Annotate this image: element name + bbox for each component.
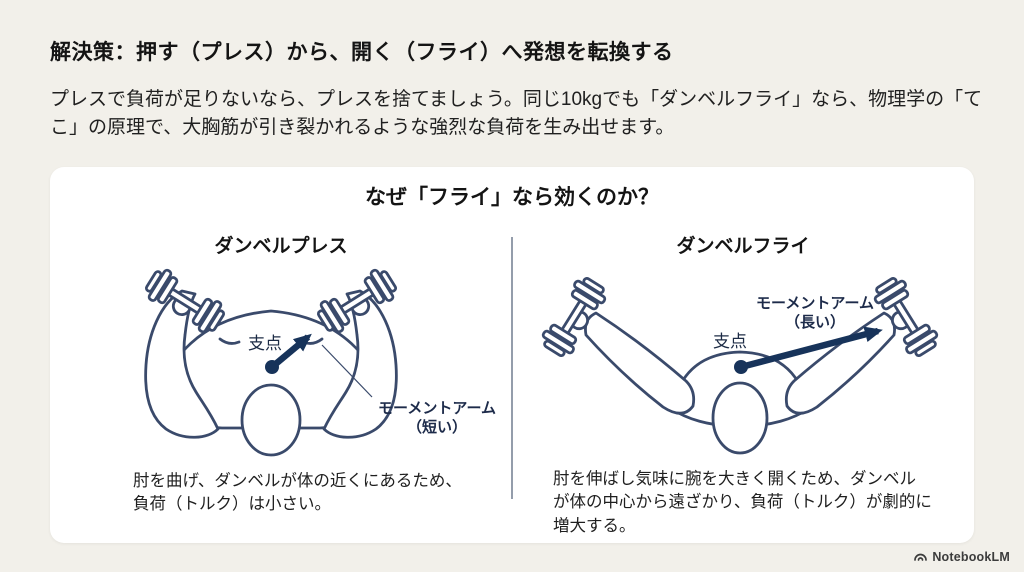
fly-moment-arm-label-line1: モーメントアーム xyxy=(755,295,875,312)
press-fulcrum-dot xyxy=(265,360,279,374)
press-caption: 肘を曲げ、ダンベルが体の近くにあるため、 負荷（トルク）は小さい。 xyxy=(133,470,533,517)
fly-caption: 肘を伸ばし気味に腕を大きく開くため、ダンベル が体の中心から遠ざかり、負荷（トル… xyxy=(553,468,977,538)
column-divider xyxy=(511,237,513,499)
fly-left-arm xyxy=(584,311,696,415)
press-caption-line1: 肘を曲げ、ダンベルが体の近くにあるため、 xyxy=(133,472,462,490)
press-left-arm xyxy=(144,289,220,439)
fly-caption-line3: 増大する。 xyxy=(553,516,636,535)
notebooklm-logo-icon xyxy=(914,553,928,561)
fly-moment-arm-arrow xyxy=(740,326,883,371)
fly-moment-arm-label: モーメントアーム （長い） xyxy=(745,295,885,333)
fly-caption-line2: が体の中心から遠ざかり、負荷（トルク）が劇的に xyxy=(553,493,932,512)
press-moment-arm-leader-line xyxy=(321,344,373,398)
press-head xyxy=(240,383,302,457)
diagram-card-title: なぜ「フライ」なら効くのか？ xyxy=(365,186,659,209)
press-heading: ダンベルプレス xyxy=(214,236,348,257)
slide-title: 解決策：押す（プレス）から、開く（フライ）へ発想を転換する xyxy=(50,41,674,64)
press-chest-line-left xyxy=(218,337,241,345)
press-moment-arm-label-line2: （短い） xyxy=(406,418,467,436)
fly-caption-line1: 肘を伸ばし気味に腕を大きく開くため、ダンベル xyxy=(553,470,916,488)
press-illustration: 支点 xyxy=(140,263,402,457)
slide-description: プレスで負荷が足りないなら、プレスを捨てましょう。同じ10kgでも「ダンベルフラ… xyxy=(50,89,983,138)
press-fulcrum-label: 支点 xyxy=(248,334,282,353)
brand-footer: NotebookLM xyxy=(913,549,1010,564)
press-moment-arm-label: モーメントアーム （短い） xyxy=(367,400,507,438)
press-caption-line2: 負荷（トルク）は小さい。 xyxy=(133,495,331,514)
fly-heading: ダンベルフライ xyxy=(676,236,810,257)
diagram-card: なぜ「フライ」なら効くのか？ ダンベルプレス ダンベルフライ 支点 xyxy=(50,167,974,543)
press-moment-arm-label-line1: モーメントアーム xyxy=(377,400,497,417)
fly-fulcrum-label: 支点 xyxy=(713,332,747,351)
fly-fulcrum-dot xyxy=(734,360,748,374)
fly-moment-arm-label-line2: （長い） xyxy=(784,313,845,331)
fly-head xyxy=(711,381,769,455)
brand-name: NotebookLM xyxy=(932,549,1010,564)
press-moment-arm-arrow xyxy=(269,333,312,370)
press-right-arm xyxy=(322,289,398,439)
fly-illustration: 支点 xyxy=(536,272,944,455)
